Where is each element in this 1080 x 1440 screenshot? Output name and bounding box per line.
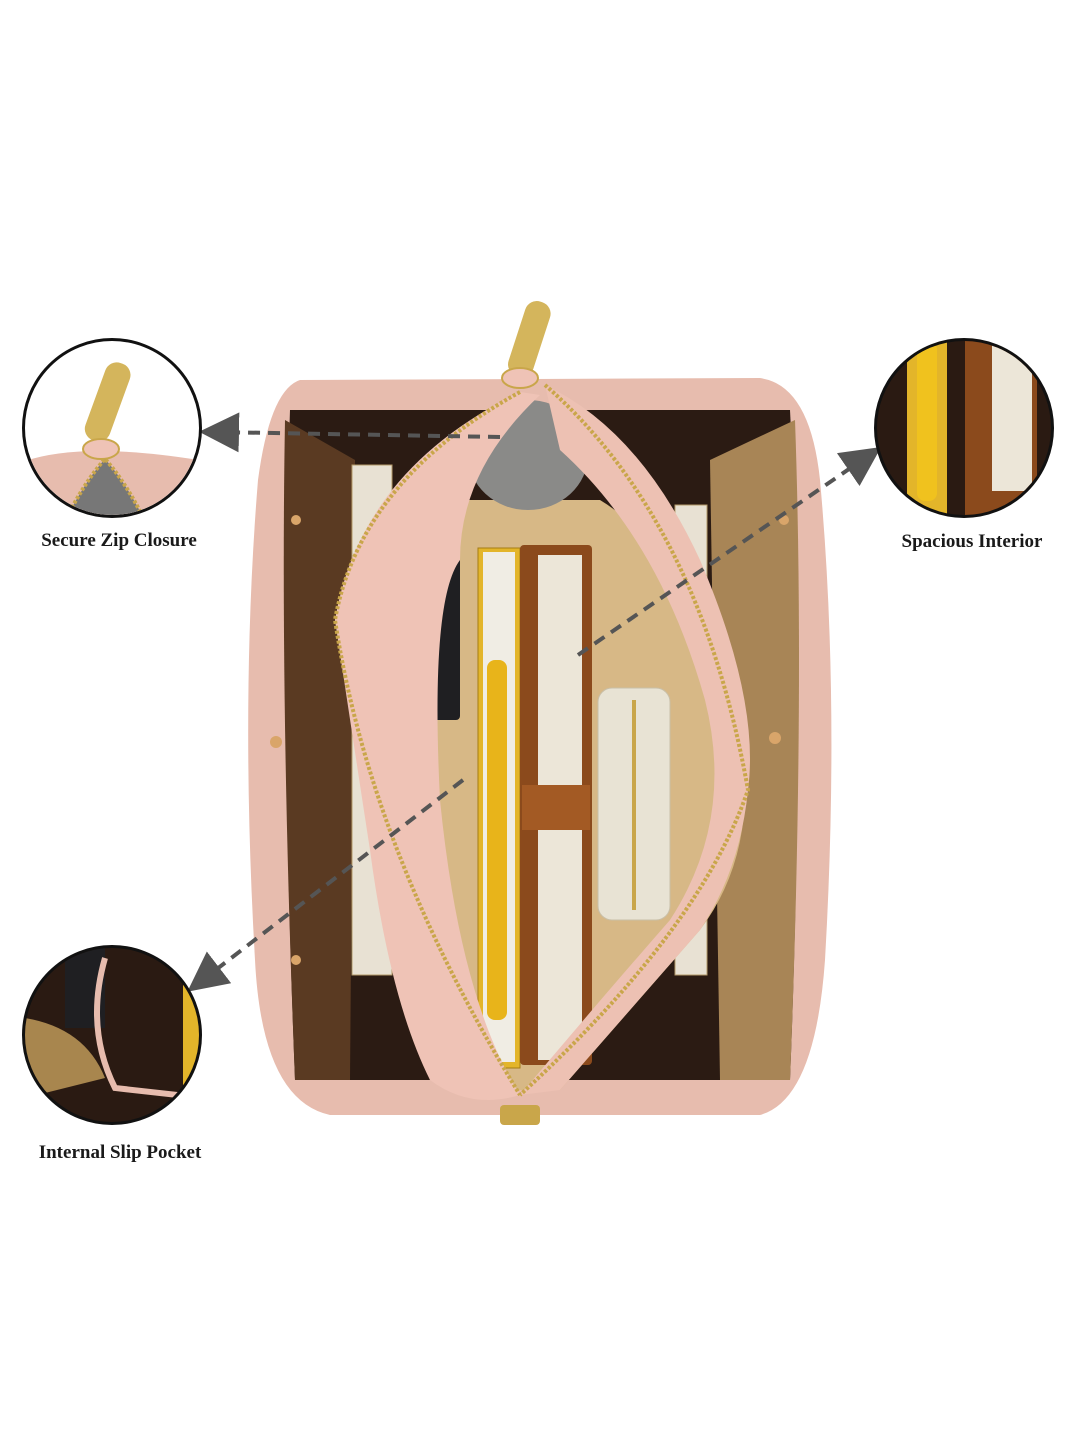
zipper-right: [518, 383, 751, 1097]
callout-label-slip-pocket: Internal Slip Pocket: [38, 1142, 202, 1163]
callout-circle-zip-closure: [22, 338, 202, 518]
zip-closeup-icon: [25, 362, 199, 515]
callout-label-spacious-interior: Spacious Interior: [901, 531, 1043, 552]
zipper-left: [332, 390, 522, 1097]
bag-flap-right: [520, 385, 750, 1095]
callout-circle-spacious-interior: [874, 338, 1054, 518]
arrow-slip-pocket: [187, 778, 465, 992]
zipper-pull: [508, 301, 551, 378]
arrow-zip-closure: [199, 412, 501, 453]
bag-flap-left: [335, 392, 540, 1100]
interior-closeup-icon: [907, 341, 1037, 515]
callout-label-zip-closure: Secure Zip Closure: [41, 530, 197, 551]
yellow-pen: [487, 660, 507, 1020]
callout-circle-slip-pocket: [22, 945, 202, 1125]
pocket-closeup-icon: [25, 948, 199, 1122]
